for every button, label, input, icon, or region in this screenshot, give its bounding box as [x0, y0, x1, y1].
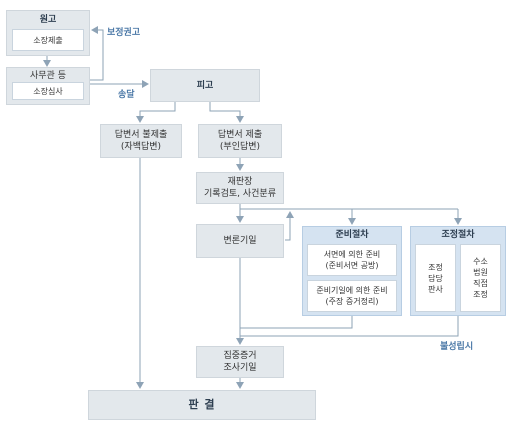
answer-line1: 답변서 제출: [217, 130, 263, 140]
office-step: 소장심사: [12, 82, 84, 100]
arrow-presiding-split: [239, 204, 458, 210]
preparation-date: 준비기일에 의한 준비 (주장 증거정리): [307, 280, 397, 312]
hearing-date-label: 변론기일: [223, 236, 257, 246]
office-title: 사무관 등: [30, 71, 66, 81]
answer-box: 답변서 제출 (부인답변): [198, 124, 282, 158]
no-answer-line1: 답변서 불제출: [114, 130, 168, 140]
arrow-defendant-to-answer: [209, 102, 244, 123]
preparation-written-line2: (준비서면 공방): [325, 261, 379, 270]
mediation-col1-line3: 판사: [428, 284, 443, 294]
evidence-line1: 집중증거: [223, 351, 257, 361]
presiding-line1: 재판장: [227, 177, 253, 187]
hearing-date-box: 변론기일: [196, 224, 284, 258]
preparation-date-line1: 준비기일에 의한 준비: [316, 286, 388, 295]
arrow-defendant-to-no-answer: [136, 102, 176, 123]
defendant-title: 피고: [196, 80, 214, 91]
preparation-title: 준비절차: [335, 230, 369, 240]
arrow-mediation-failure: [240, 316, 459, 337]
mediation-col2-line2: 법원: [473, 268, 488, 277]
plaintiff-step: 소장제출: [12, 29, 84, 51]
mediation-court-col: 수소 법원 직접 조정: [460, 244, 501, 312]
mediation-col2-line3: 직접: [473, 279, 488, 288]
judgment-label: 판 결: [188, 398, 216, 411]
evidence-line2: 조사기일: [223, 363, 257, 373]
defendant-box: 피고: [150, 69, 260, 102]
arrow-hearing-loop: [285, 211, 294, 241]
label-correction: 보정권고: [107, 28, 141, 38]
preparation-written: 서면에 의한 준비 (준비서면 공방): [307, 244, 397, 276]
mediation-title: 조정절차: [441, 230, 475, 240]
office-step-label: 소장심사: [33, 86, 63, 96]
mediation-col2-line4: 조정: [473, 290, 488, 299]
no-answer-line2: (자백답변): [120, 142, 162, 152]
no-answer-box: 답변서 불제출 (자백답변): [100, 124, 182, 158]
judgment-box: 판 결: [88, 390, 316, 420]
evidence-box: 집중증거 조사기일: [196, 346, 284, 378]
mediation-col2-line1: 수소: [473, 257, 488, 266]
preparation-date-line2: (주장 증거정리): [325, 297, 379, 306]
presiding-judge-box: 재판장 기록검토, 사건분류: [196, 172, 284, 204]
arrow-preparation-to-evidence: [240, 316, 353, 329]
mediation-col1-line1: 조정: [428, 262, 443, 272]
mediation-col1-line2: 담당: [428, 273, 443, 283]
plaintiff-step-label: 소장제출: [33, 35, 63, 45]
label-delivery: 송달: [118, 90, 135, 100]
mediation-judge-col: 조정 담당 판사: [415, 244, 456, 312]
plaintiff-title: 원고: [39, 15, 57, 25]
label-failure: 불성립시: [440, 342, 474, 352]
answer-line2: (부인답변): [219, 142, 261, 152]
preparation-written-line1: 서면에 의한 준비: [323, 250, 381, 259]
arrow-correction-feedback: [90, 26, 104, 81]
presiding-line2: 기록검토, 사건분류: [204, 189, 276, 199]
